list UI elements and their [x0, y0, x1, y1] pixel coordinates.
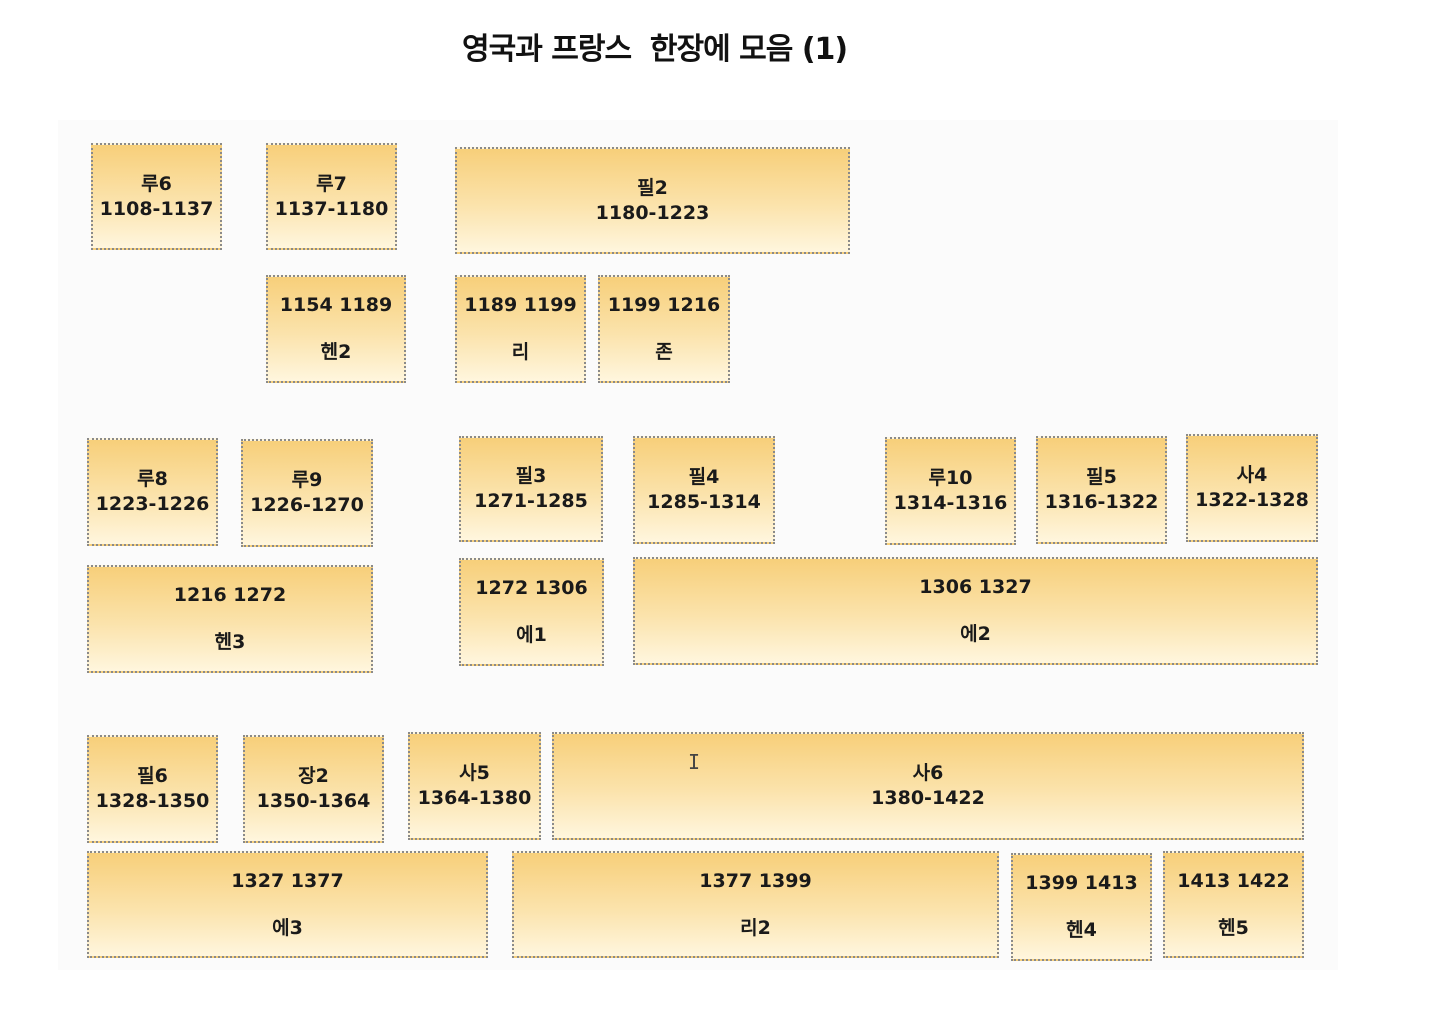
- reign-years: 1322-1328: [1195, 489, 1309, 511]
- reign-name: 사5: [459, 762, 490, 784]
- reign-box-phil6: 필6 1328-1350: [87, 735, 218, 843]
- reign-years: 1189 1199: [464, 294, 577, 316]
- reign-box-ru8: 루8 1223-1226: [87, 438, 218, 546]
- reign-box-hen3: 1216 1272 헨3: [87, 565, 373, 673]
- reign-years: 1364-1380: [417, 787, 532, 809]
- reign-name: 사6: [912, 762, 944, 784]
- reign-box-jang2: 장2 1350-1364: [243, 735, 384, 843]
- reign-years: 1377 1399: [699, 869, 812, 892]
- reign-name: 리2: [740, 916, 771, 939]
- reign-name: 루10: [928, 467, 973, 489]
- reign-name: 필5: [1086, 466, 1117, 488]
- reign-name: 에3: [272, 916, 303, 939]
- reign-years: 1154 1189: [279, 294, 393, 316]
- reign-name: 헨3: [214, 631, 246, 653]
- reign-box-sa4: 사4 1322-1328: [1186, 434, 1318, 542]
- reign-name: 필4: [688, 466, 720, 488]
- reign-box-ru10: 루10 1314-1316: [885, 437, 1016, 545]
- page-title: 영국과 프랑스 한장에 모음 (1): [462, 32, 848, 67]
- reign-years: 1327 1377: [231, 869, 344, 892]
- reign-box-phil4: 필4 1285-1314: [633, 436, 775, 544]
- reign-years: 1108-1137: [99, 197, 214, 220]
- reign-name: 리: [511, 341, 530, 363]
- reign-name: 루6: [141, 172, 172, 195]
- reign-name: 루9: [291, 469, 323, 491]
- reign-years: 1272 1306: [475, 577, 588, 599]
- reign-box-ed1: 1272 1306 에1: [459, 558, 604, 666]
- reign-box-ru6: 루6 1108-1137: [91, 143, 222, 250]
- reign-name: 필6: [137, 765, 168, 787]
- reign-name: 필2: [637, 176, 668, 199]
- reign-box-ed2: 1306 1327 에2: [633, 557, 1318, 665]
- reign-years: 1314-1316: [893, 492, 1008, 514]
- reign-box-ed3: 1327 1377 에3: [87, 851, 488, 958]
- reign-years: 1271-1285: [474, 490, 588, 512]
- reign-years: 1328-1350: [95, 790, 210, 812]
- reign-years: 1380-1422: [871, 787, 985, 809]
- reign-name: 에2: [960, 623, 991, 645]
- reign-box-sa6: 사6 1380-1422: [552, 732, 1304, 840]
- reign-box-hen4: 1399 1413 헨4: [1011, 853, 1152, 961]
- reign-years: 1137-1180: [274, 197, 389, 220]
- reign-years: 1199 1216: [607, 294, 721, 316]
- reign-name: 루8: [137, 468, 168, 490]
- reign-name: 사4: [1236, 464, 1268, 486]
- reign-box-hen2: 1154 1189 헨2: [266, 275, 406, 383]
- reign-years: 1399 1413: [1025, 872, 1138, 894]
- reign-box-phil2: 필2 1180-1223: [455, 147, 850, 254]
- reign-name: 존: [655, 341, 673, 363]
- reign-box-phil5: 필5 1316-1322: [1036, 436, 1167, 544]
- reign-box-ri: 1189 1199 리: [455, 275, 586, 383]
- reign-name: 필3: [515, 465, 547, 487]
- reign-name: 에1: [516, 624, 547, 646]
- reign-years: 1223-1226: [95, 493, 210, 515]
- reign-years: 1413 1422: [1177, 869, 1290, 892]
- reign-box-hen5: 1413 1422 헨5: [1163, 851, 1304, 958]
- reign-name: 루7: [316, 172, 347, 195]
- reign-name: 헨5: [1218, 916, 1249, 939]
- reign-name: 헨2: [320, 341, 352, 363]
- reign-years: 1216 1272: [173, 584, 287, 606]
- reign-box-ri2: 1377 1399 리2: [512, 851, 999, 958]
- reign-box-ru7: 루7 1137-1180: [266, 143, 397, 250]
- reign-box-phil3: 필3 1271-1285: [459, 436, 603, 542]
- reign-years: 1285-1314: [647, 491, 761, 513]
- reign-box-sa5: 사5 1364-1380: [408, 732, 541, 840]
- reign-years: 1226-1270: [250, 494, 364, 516]
- reign-years: 1306 1327: [919, 576, 1032, 598]
- reign-years: 1350-1364: [256, 790, 371, 812]
- text-cursor-icon: I: [688, 750, 701, 774]
- reign-box-ru9: 루9 1226-1270: [241, 439, 373, 547]
- reign-years: 1180-1223: [595, 201, 710, 224]
- reign-name: 장2: [298, 765, 329, 787]
- reign-years: 1316-1322: [1044, 491, 1159, 513]
- reign-box-john: 1199 1216 존: [598, 275, 730, 383]
- reign-name: 헨4: [1066, 919, 1097, 941]
